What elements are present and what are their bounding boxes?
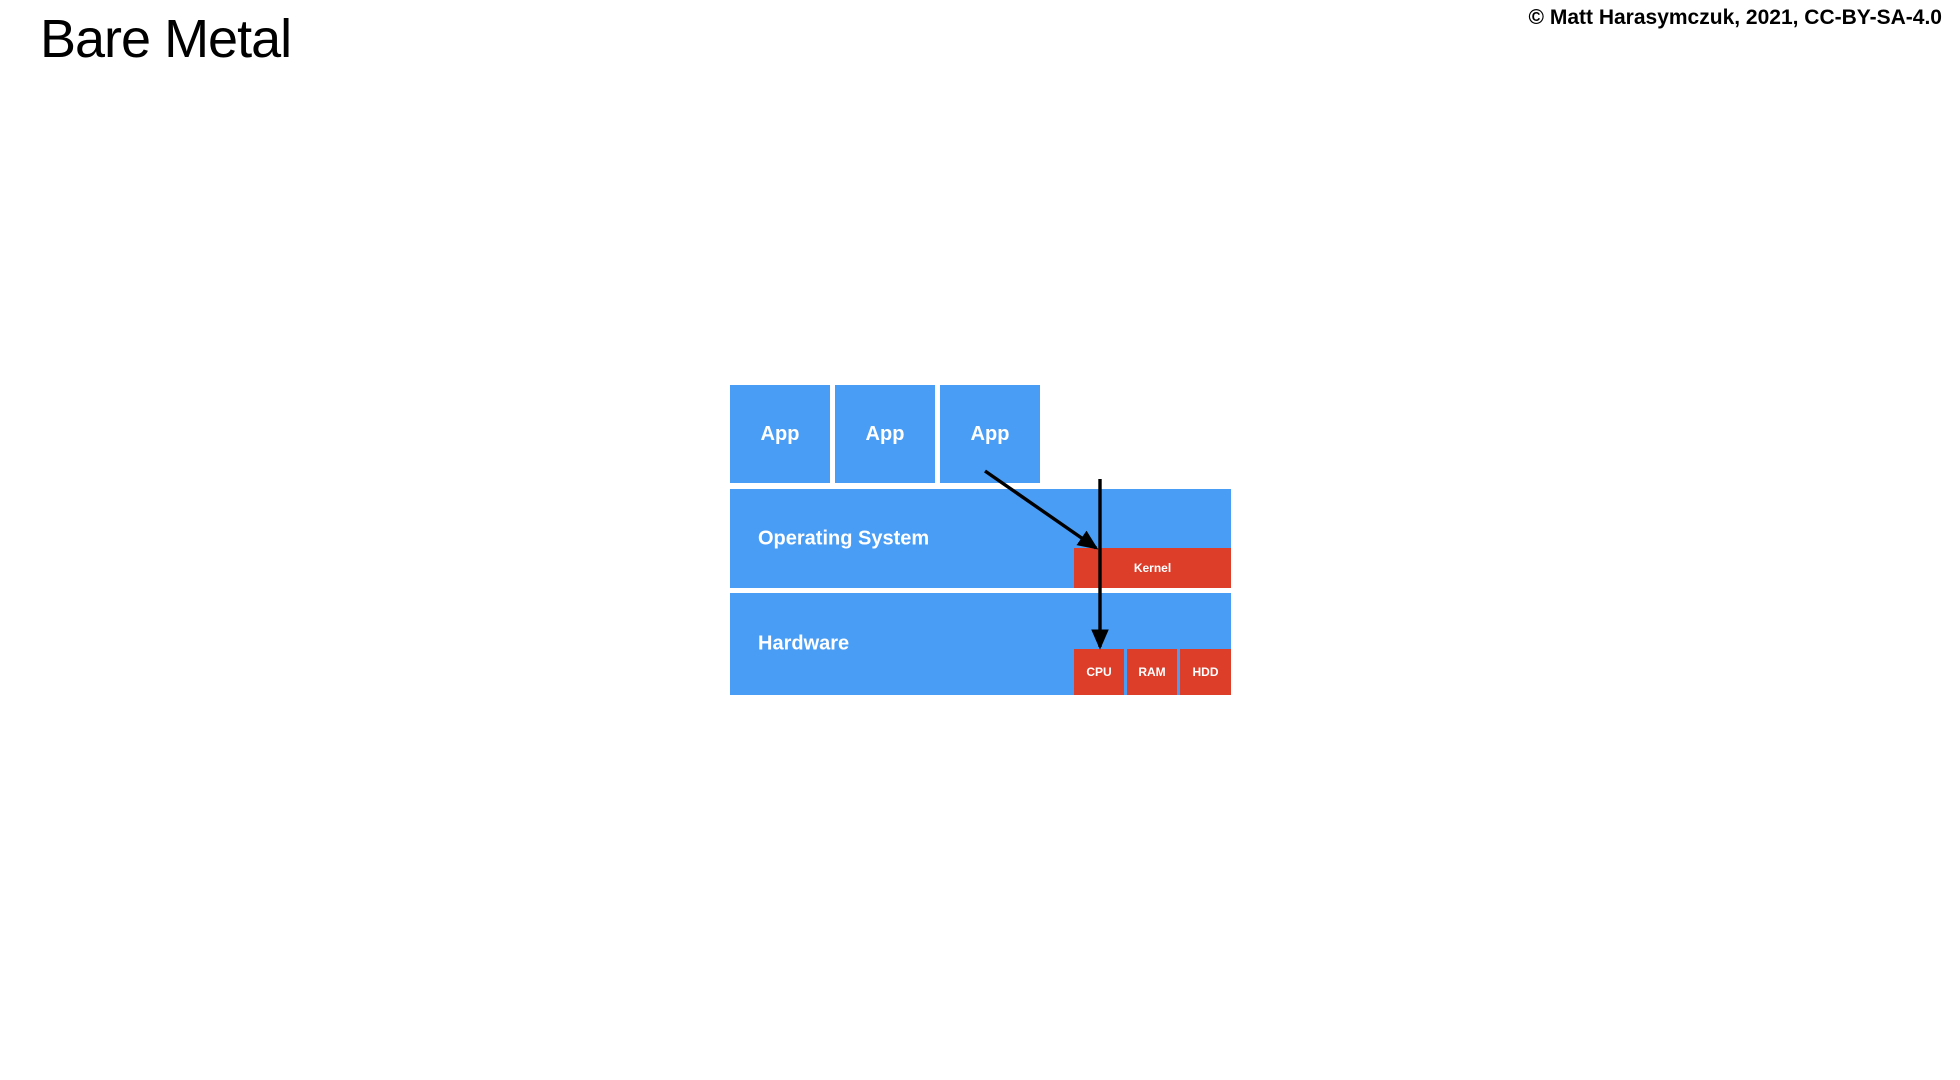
operating-system-band: Operating System Kernel (730, 489, 1231, 588)
hardware-label: Hardware (758, 632, 850, 655)
app-row: App App App (730, 385, 1040, 483)
kernel-label: Kernel (1133, 561, 1172, 575)
ram-label: RAM (1138, 665, 1166, 679)
app-box-1: App (730, 385, 830, 483)
ram-box: RAM (1127, 649, 1177, 695)
app-box-2: App (835, 385, 935, 483)
app-box-3-label: App (970, 422, 1010, 445)
cpu-label: CPU (1086, 665, 1112, 679)
kernel-box: Kernel (1074, 548, 1231, 588)
copyright-notice: © Matt Harasymczuk, 2021, CC-BY-SA-4.0 (1528, 6, 1942, 29)
operating-system-label: Operating System (758, 527, 930, 549)
app-box-2-label: App (865, 422, 905, 445)
cpu-box: CPU (1074, 649, 1124, 695)
hdd-box: HDD (1180, 649, 1231, 695)
bare-metal-stack-diagram: App App App Operating System Kernel Hard… (730, 385, 1231, 695)
hardware-band: Hardware CPU RAM HDD (730, 593, 1231, 695)
app-box-3: App (940, 385, 1040, 483)
app-box-1-label: App (760, 422, 800, 445)
page-title: Bare Metal (40, 9, 292, 69)
hdd-label: HDD (1192, 665, 1219, 679)
